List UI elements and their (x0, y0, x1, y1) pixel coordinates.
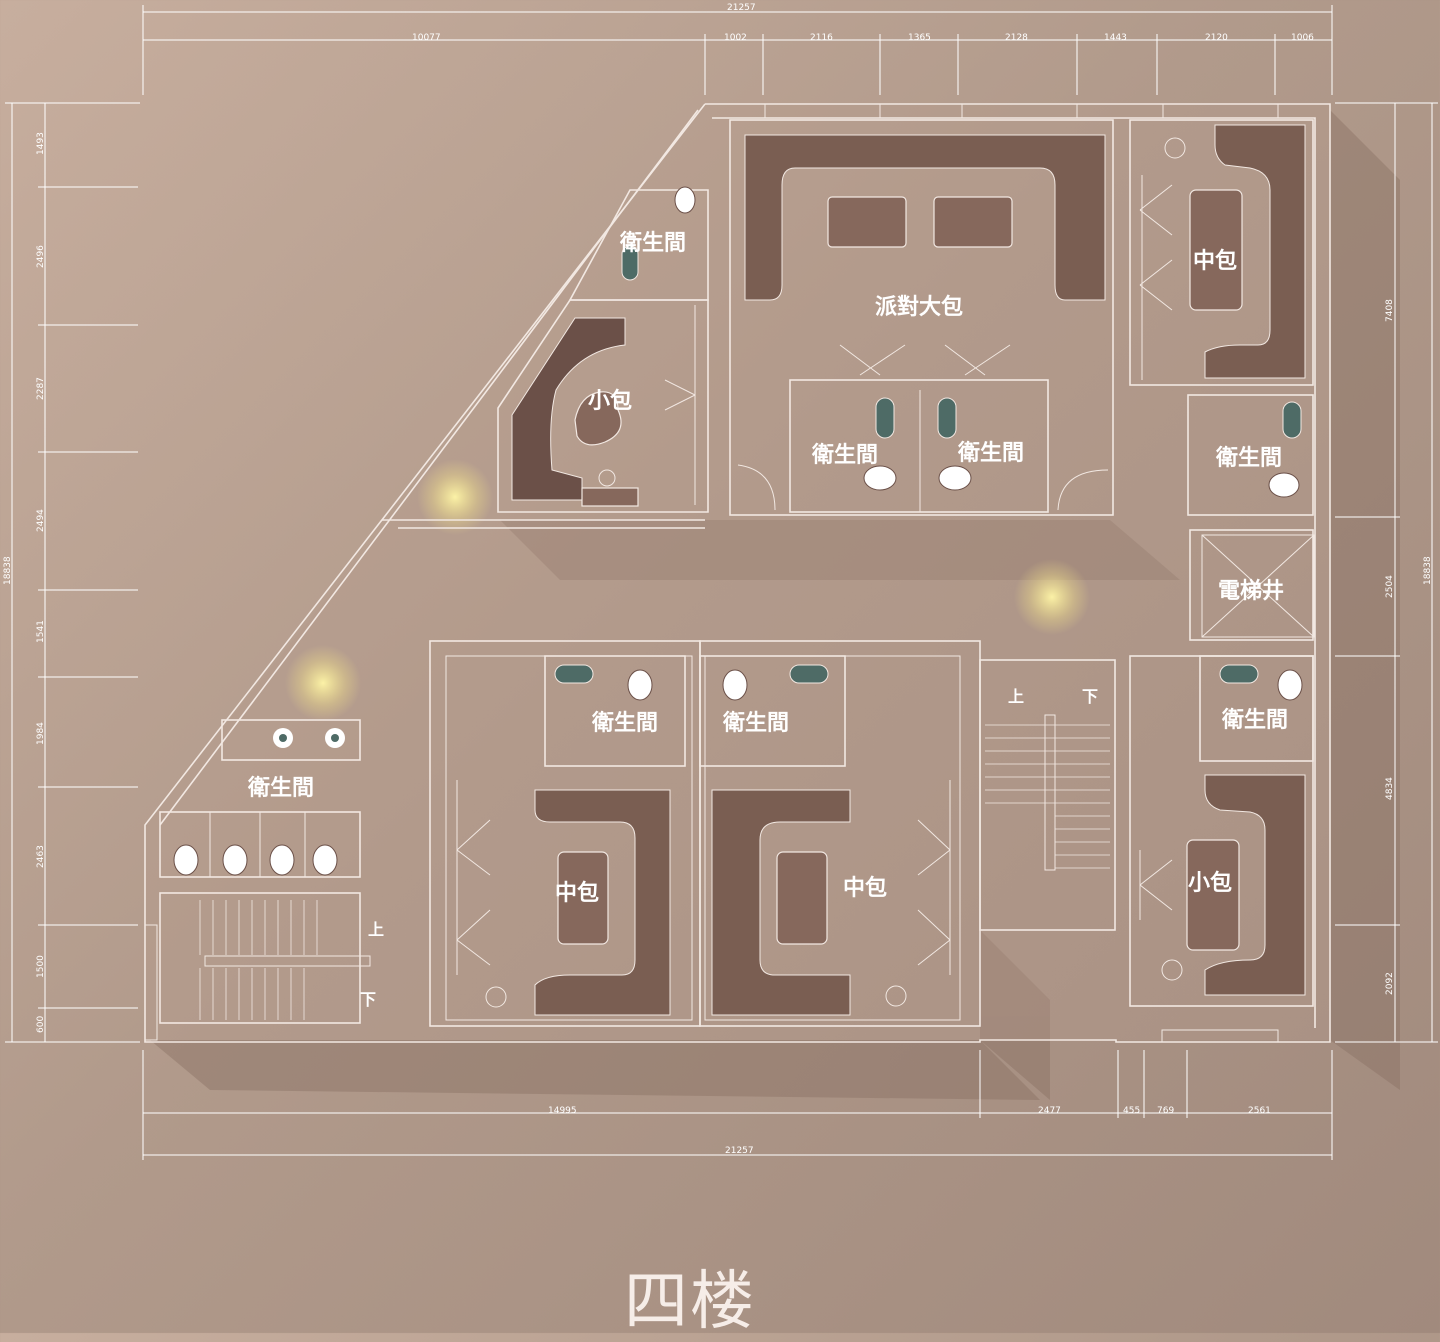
public-toilet: 衛生間 (159, 719, 361, 878)
medium-room-top-right: 中包 衛生間 (1129, 119, 1314, 516)
room-label-small-left: 小包 (588, 388, 632, 414)
stairs-up-label: 上 (1008, 687, 1024, 706)
room-label-toilet-6: 衛生間 (722, 710, 789, 736)
dimension-bottom: 14995 2477 455 769 2561 21257 (142, 1050, 1333, 1160)
medium-room-bottom-center: 衛生間 中包 (699, 640, 981, 1027)
ceiling-light-3 (285, 645, 361, 721)
windows (144, 103, 1279, 1043)
dim-bottom-1: 14995 (548, 1106, 577, 1116)
dim-right-1: 7408 (1385, 299, 1395, 322)
dim-top-8: 1006 (1291, 33, 1314, 43)
dim-left-7: 2463 (36, 845, 46, 868)
dim-top-3: 2116 (810, 33, 833, 43)
dim-top-2: 1002 (724, 33, 747, 43)
room-label-toilet-1: 衛生間 (619, 230, 686, 256)
dim-top-total: 21257 (727, 3, 756, 13)
dim-bottom-2: 2477 (1038, 1106, 1061, 1116)
stairs-down-label-left: 下 (360, 990, 376, 1009)
dim-bottom-total: 21257 (725, 1146, 754, 1156)
dim-left-9: 600 (36, 1016, 46, 1033)
dim-top-6: 1443 (1104, 33, 1127, 43)
ceiling-light-1 (417, 459, 493, 535)
stairs-down-label: 下 (1082, 687, 1098, 706)
dim-left-5: 1541 (36, 620, 46, 643)
dim-right-2: 2504 (1385, 575, 1395, 598)
toilet-top-left: 衛生間 (568, 186, 709, 301)
ceiling-light-2 (1014, 559, 1090, 635)
building-shadow (150, 110, 1400, 1100)
dimension-right: 7408 2504 4834 2092 18838 (1335, 102, 1438, 1043)
room-label-toilet-7: 衛生間 (1221, 707, 1288, 733)
dim-bottom-4: 769 (1157, 1106, 1174, 1116)
dim-top-4: 1365 (908, 33, 931, 43)
stairs-center: 上 下 (979, 659, 1116, 931)
party-room: 派對大包 衛生間 衛生間 (729, 119, 1114, 516)
room-label-toilet-5: 衛生間 (591, 710, 658, 736)
dim-right-total: 18838 (1423, 556, 1433, 585)
room-label-medium-3: 中包 (843, 875, 887, 901)
room-label-small-right: 小包 (1188, 870, 1232, 896)
dim-left-6: 1984 (36, 722, 46, 745)
room-label-elevator: 電梯井 (1218, 578, 1284, 604)
dim-left-4: 2494 (36, 509, 46, 532)
dim-left-2: 2496 (36, 245, 46, 268)
room-label-party: 派對大包 (875, 294, 963, 320)
dim-right-3: 4834 (1385, 777, 1395, 800)
room-label-medium-2: 中包 (555, 880, 599, 906)
dim-top-7: 2120 (1205, 33, 1228, 43)
small-room-left: 小包 (497, 299, 709, 513)
dim-bottom-3: 455 (1123, 1106, 1140, 1116)
room-label-public-toilet: 衛生間 (247, 775, 314, 801)
room-label-medium-1: 中包 (1193, 248, 1237, 274)
small-room-right: 衛生間 小包 (1129, 655, 1314, 1007)
dim-top-5: 2128 (1005, 33, 1028, 43)
dim-left-total: 18838 (3, 556, 13, 585)
dimension-top: 21257 10077 1002 2116 1365 2128 1443 212… (142, 3, 1333, 95)
medium-room-bottom-left: 衛生間 中包 (429, 640, 701, 1027)
dimension-left: 18838 1493 2496 2287 2494 1541 1984 2463… (3, 102, 140, 1043)
stairs-up-label-left: 上 (368, 920, 384, 939)
room-label-toilet-2: 衛生間 (811, 442, 878, 468)
dim-left-1: 1493 (36, 132, 46, 155)
floor-title: 四楼 (624, 1265, 756, 1339)
dim-bottom-5: 2561 (1248, 1106, 1271, 1116)
elevator-shaft: 電梯井 (1189, 529, 1315, 641)
dim-right-4: 2092 (1385, 972, 1395, 995)
dim-left-3: 2287 (36, 377, 46, 400)
dim-left-8: 1500 (36, 955, 46, 978)
room-label-toilet-4: 衛生間 (1215, 445, 1282, 471)
building-floor (145, 104, 1330, 1040)
dim-top-1: 10077 (412, 33, 441, 43)
stairs-left: 上 下 (159, 892, 384, 1024)
room-label-toilet-3: 衛生間 (957, 440, 1024, 466)
